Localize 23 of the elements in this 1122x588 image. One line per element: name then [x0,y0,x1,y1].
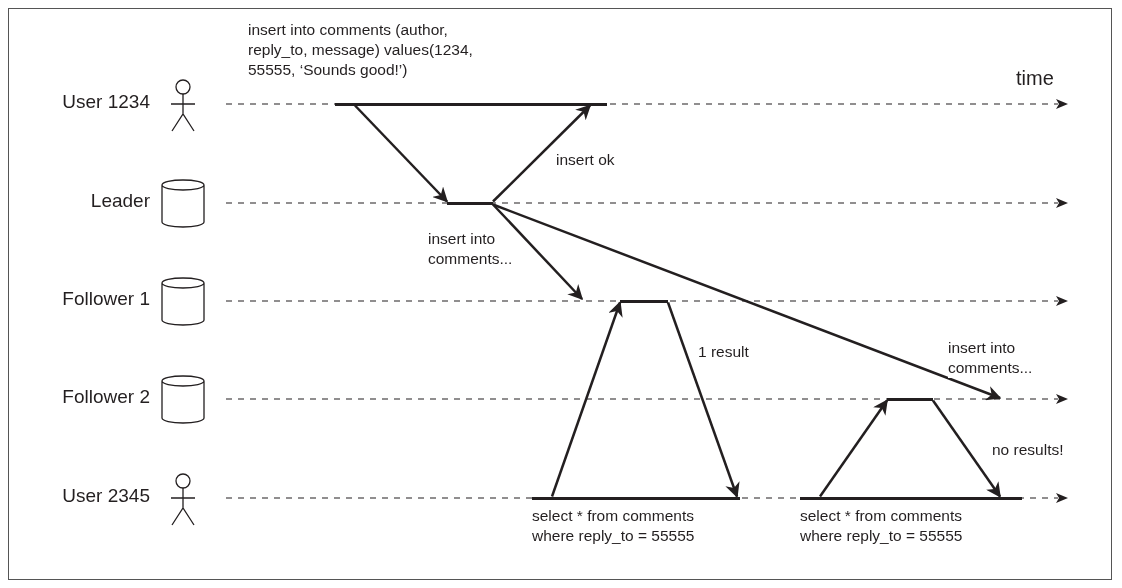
message-arrow [931,399,1002,498]
message-arrow [492,203,1002,401]
processing-bar [447,201,493,205]
message-arrow [818,399,889,498]
query-text: select * from comments where reply_to = 55555 [800,506,964,546]
processing-bar [620,299,668,303]
message-arrow [666,302,740,498]
message-arrow [492,104,592,203]
participant-label: User 2345 [0,485,150,507]
message-arrow [354,104,449,203]
query-text: select * from comments where reply_to = 55555 [532,506,696,546]
message-arrow [550,301,623,497]
processing-bar [335,102,607,106]
query-text: insert into comments (author, reply_to, message) values(1234, 55555, ‘Sounds good!’) [248,20,474,80]
processing-bar [532,496,740,500]
participant-label: Follower 1 [0,288,150,310]
axis-label: time [1016,68,1054,88]
processing-bar [887,397,933,401]
message-arrow [492,203,584,301]
participant-label: Leader [0,190,150,212]
processing-bar [800,496,1022,500]
participant-label: User 1234 [0,91,150,113]
participant-label: Follower 2 [0,386,150,408]
